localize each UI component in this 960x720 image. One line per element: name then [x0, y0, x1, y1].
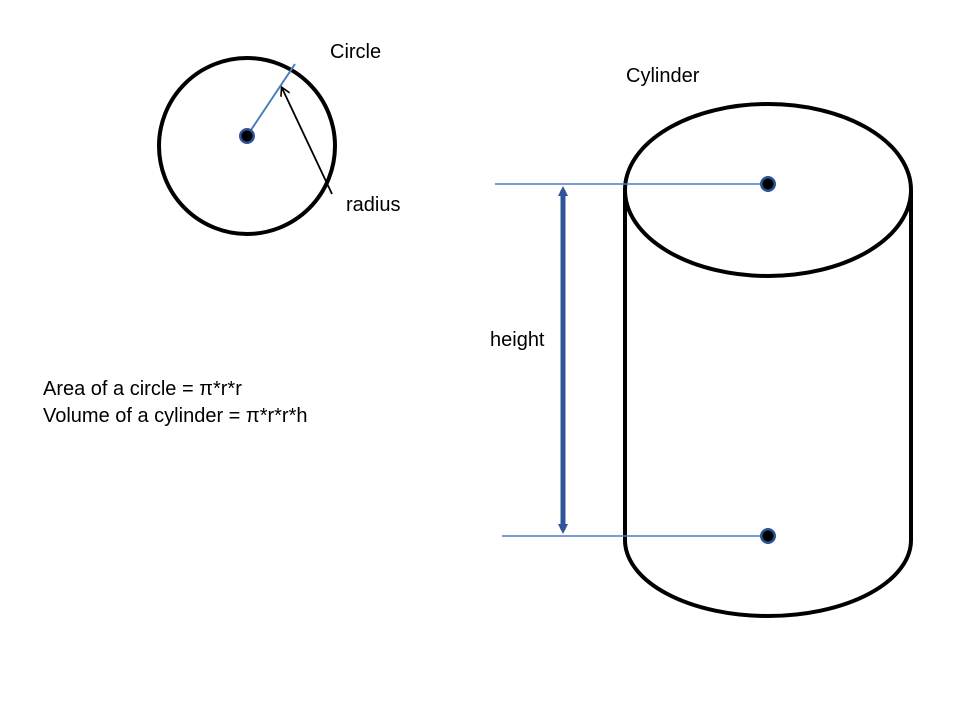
- radius-pointer-arrow: [282, 88, 333, 195]
- cylinder-title: Cylinder: [626, 65, 700, 87]
- cylinder-top-ellipse: [623, 102, 913, 278]
- radius-label: radius: [346, 194, 400, 216]
- circle-center-dot: [239, 128, 255, 144]
- circle-title: Circle: [330, 41, 381, 63]
- cylinder-figure: Cylinder height: [490, 65, 913, 618]
- height-label: height: [490, 329, 545, 351]
- top-center-dot: [760, 176, 776, 192]
- volume-formula: Volume of a cylinder = π*r*r*h: [43, 405, 308, 427]
- cylinder-body: [623, 190, 913, 618]
- circle-figure: Circle radius: [157, 41, 400, 236]
- circle-outline: [157, 56, 337, 236]
- area-formula: Area of a circle = π*r*r: [43, 378, 242, 400]
- circle-radius-line: [246, 63, 296, 137]
- formula-block: Area of a circle = π*r*r Volume of a cyl…: [43, 376, 307, 430]
- bottom-center-dot: [760, 528, 776, 544]
